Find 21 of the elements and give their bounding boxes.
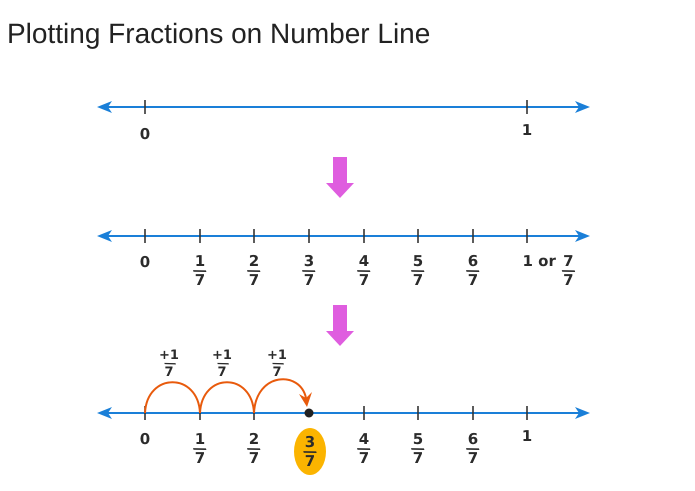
tick-label: 2/7	[246, 432, 262, 466]
tick-label: 6/7	[466, 432, 480, 466]
tick-label: 1/7	[192, 432, 208, 466]
tick-label: 5/7	[410, 254, 426, 288]
tick-label: 5/7	[410, 432, 426, 466]
tick-label: 3/7	[302, 254, 316, 288]
tick-label: 6/7	[466, 254, 480, 288]
tick-label: 0	[140, 127, 150, 142]
step-label: +1/7	[211, 349, 233, 379]
step-label: +1/7	[158, 349, 180, 379]
tick-label: 0	[140, 255, 150, 270]
title: Plotting Fractions on Number Line	[7, 17, 430, 51]
tick-label: 4/7	[356, 254, 372, 288]
tick-label: 0	[140, 432, 150, 447]
tick-label: 1	[522, 123, 532, 138]
step-label: +1/7	[266, 349, 288, 379]
tick-label: 4/7	[356, 432, 372, 466]
tick-label: 1/7	[192, 254, 208, 288]
highlight-ellipse: 3/7	[294, 428, 326, 475]
tick-label: 1	[522, 429, 532, 444]
tick-label: 2/7	[246, 254, 262, 288]
